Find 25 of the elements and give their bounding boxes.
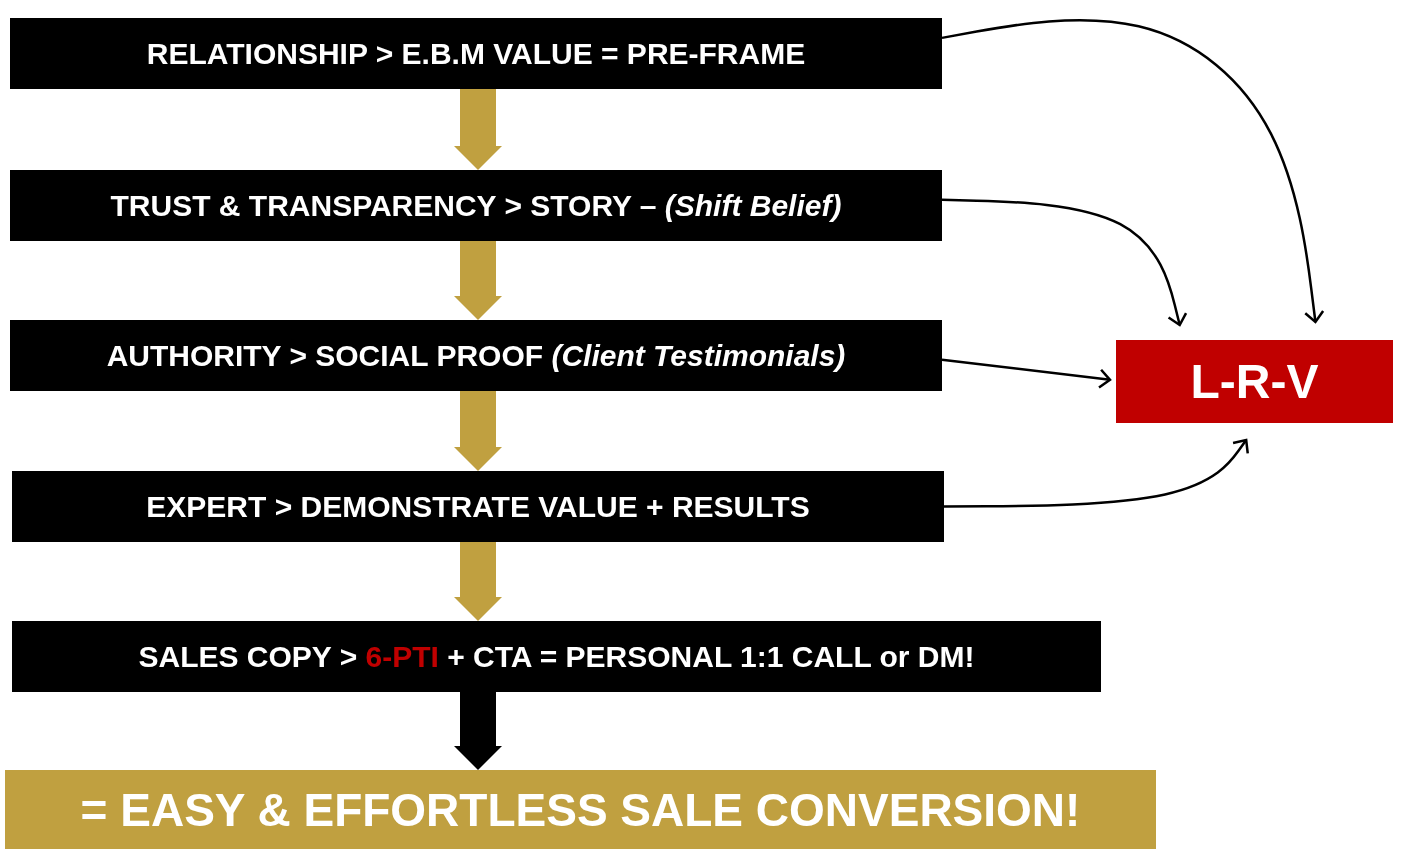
step-text: EXPERT > DEMONSTRATE VALUE + RESULTS [146, 489, 810, 523]
block-arrow [454, 241, 502, 320]
step-text: + CTA = PERSONAL 1:1 CALL or DM! [447, 639, 975, 673]
step-text: L-R-V [1190, 355, 1319, 408]
step-text: SALES COPY > [138, 639, 358, 673]
block-arrow [454, 542, 502, 621]
step-text: RELATIONSHIP > E.B.M VALUE = PRE-FRAME [146, 36, 806, 70]
step-box [12, 621, 1101, 692]
step-box [12, 471, 944, 542]
curved-arrow [941, 198, 1188, 327]
step-text: 6-PTI [365, 639, 439, 673]
block-arrow [454, 89, 502, 170]
block-arrow [454, 692, 502, 770]
step-text: = EASY & EFFORTLESS SALE CONVERSION! [80, 783, 1081, 836]
step-text: TRUST & TRANSPARENCY > STORY – (Shift Belief) [110, 188, 842, 222]
step-box [10, 320, 942, 391]
step-text: AUTHORITY > SOCIAL PROOF (Client Testimonials) [106, 338, 846, 372]
curved-arrow [941, 358, 1112, 389]
result-box [1116, 340, 1393, 423]
outcome-banner [5, 770, 1156, 849]
curved-arrow [944, 438, 1249, 508]
curved-arrow [941, 18, 1325, 324]
step-box [10, 18, 942, 89]
block-arrow [454, 391, 502, 471]
step-box [10, 170, 942, 241]
